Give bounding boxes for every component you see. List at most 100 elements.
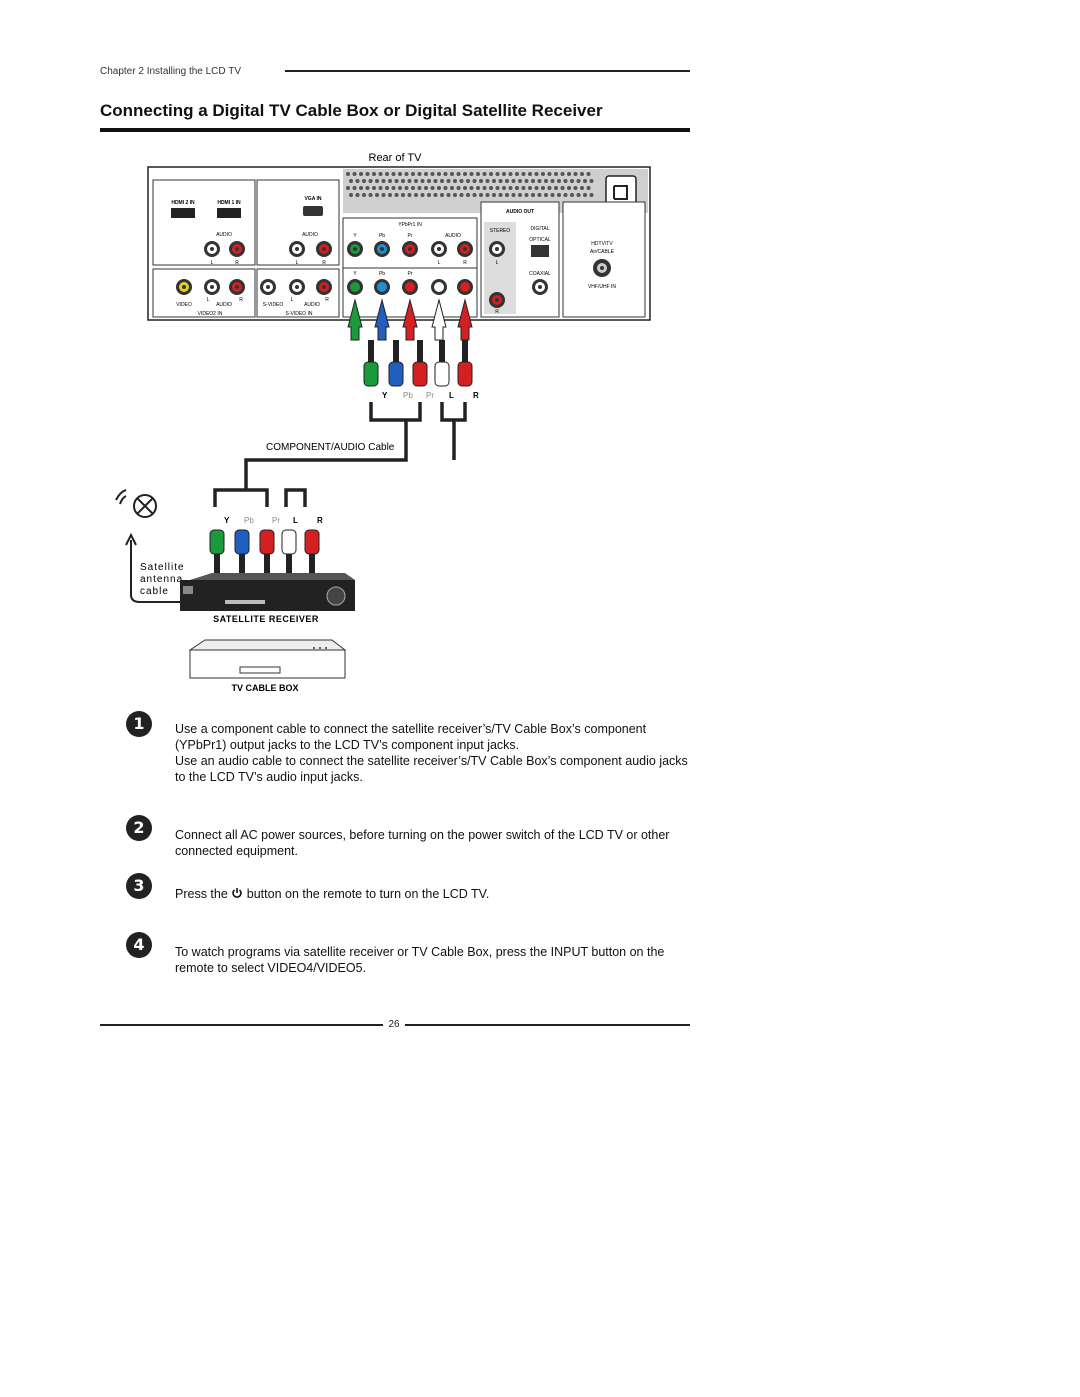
- vent-hole: [489, 186, 493, 190]
- vent-hole: [355, 193, 360, 197]
- vent-hole: [388, 193, 392, 197]
- vent-hole: [573, 172, 578, 176]
- vent-hole: [433, 193, 438, 197]
- vent-hole: [534, 172, 539, 176]
- vent-hole: [411, 172, 415, 176]
- vhf-uhf-label: VHF/UHF IN: [588, 284, 616, 290]
- svideo-audio-r: R: [325, 297, 329, 303]
- vent-hole: [437, 172, 441, 176]
- vent-hole: [544, 179, 548, 183]
- vent-hole: [466, 193, 470, 197]
- vent-hole: [583, 179, 587, 183]
- vent-hole: [401, 193, 405, 197]
- vent-hole: [411, 186, 415, 190]
- satellite-receiver-label: SATELLITE RECEIVER: [213, 614, 319, 624]
- vent-hole: [430, 172, 435, 176]
- vent-hole: [586, 172, 591, 176]
- satellite-dish-icon: [115, 489, 157, 518]
- vent-hole: [557, 193, 561, 197]
- ypbpr-audio-r: R: [463, 260, 467, 266]
- vent-hole: [580, 186, 584, 190]
- vent-hole: [398, 172, 402, 176]
- vga-label: VGA IN: [304, 196, 321, 202]
- vent-hole: [482, 172, 487, 176]
- vent-hole: [531, 179, 535, 183]
- vent-hole: [375, 193, 379, 197]
- vga-audio-label: AUDIO: [302, 232, 318, 238]
- header-rule: [285, 70, 690, 72]
- svideo-audio-label: AUDIO: [304, 302, 320, 308]
- vent-hole: [456, 172, 461, 176]
- vent-hole: [346, 172, 350, 176]
- digital-label: DIGITAL: [530, 226, 549, 232]
- vent-hole: [381, 179, 386, 183]
- vent-hole: [482, 186, 487, 190]
- vent-hole: [372, 172, 376, 176]
- optical-label: OPTICAL: [529, 237, 551, 243]
- step-1-line-2: Use an audio cable to connect the satell…: [175, 754, 688, 784]
- vent-hole: [417, 172, 422, 176]
- tv-side-plugs: Y Pb Pr L R: [363, 340, 479, 400]
- vga-audio-l: L: [296, 260, 299, 266]
- vent-hole: [352, 186, 357, 190]
- vent-hole: [388, 179, 392, 183]
- vent-hole: [378, 186, 383, 190]
- vent-hole: [573, 186, 578, 190]
- vent-hole: [554, 186, 558, 190]
- vent-hole: [550, 193, 555, 197]
- vent-hole: [427, 179, 431, 183]
- step-2-line-1: Connect all AC power sources, before tur…: [175, 828, 670, 858]
- vent-hole: [346, 186, 350, 190]
- vent-hole: [375, 179, 379, 183]
- vent-hole: [576, 193, 581, 197]
- vent-hole: [502, 172, 506, 176]
- vent-hole: [524, 179, 529, 183]
- vent-grille: [346, 172, 594, 197]
- vent-hole: [586, 186, 591, 190]
- vent-hole: [398, 186, 402, 190]
- vent-hole: [443, 186, 448, 190]
- audio-out-l: L: [496, 260, 499, 266]
- step-4-text: To watch programs via satellite receiver…: [175, 944, 695, 976]
- vent-hole: [349, 193, 353, 197]
- vent-hole: [563, 193, 568, 197]
- step-4-line-1: To watch programs via satellite receiver…: [175, 945, 665, 975]
- ypbpr-pb-label: Pb: [379, 233, 385, 239]
- vent-hole: [463, 172, 467, 176]
- vent-hole: [466, 179, 470, 183]
- page-title: Connecting a Digital TV Cable Box or Dig…: [100, 101, 603, 120]
- vent-hole: [385, 172, 389, 176]
- vent-hole: [528, 172, 532, 176]
- vent-hole: [459, 179, 464, 183]
- hdmi2-port-icon: [171, 208, 195, 218]
- vent-hole: [547, 172, 552, 176]
- vent-hole: [476, 186, 480, 190]
- vent-hole: [430, 186, 435, 190]
- lower-plug-r: R: [317, 516, 323, 525]
- chapter-header: Chapter 2 Installing the LCD TV: [100, 66, 242, 77]
- step-3-number: 3: [126, 873, 152, 899]
- ypbpr2-pb-label: Pb: [379, 271, 385, 277]
- vent-hole: [511, 179, 516, 183]
- vent-hole: [450, 186, 454, 190]
- lower-plug-y: Y: [224, 516, 230, 525]
- vent-hole: [450, 172, 454, 176]
- vent-hole: [420, 193, 425, 197]
- ypbpr-audio-l: L: [438, 260, 441, 266]
- vent-hole: [427, 193, 431, 197]
- vent-hole: [515, 172, 519, 176]
- vent-hole: [541, 172, 545, 176]
- step-3-text: Press the button on the remote to turn o…: [175, 886, 695, 902]
- step-3-after: button on the remote to turn on the LCD …: [246, 887, 490, 901]
- vent-hole: [446, 193, 451, 197]
- vent-hole: [463, 186, 467, 190]
- vent-hole: [417, 186, 422, 190]
- vent-hole: [554, 172, 558, 176]
- footer-rule-left: [100, 1024, 383, 1026]
- step-1-line-1: Use a component cable to connect the sat…: [175, 722, 647, 752]
- vent-hole: [567, 172, 571, 176]
- vent-hole: [589, 179, 594, 183]
- vent-hole: [407, 179, 412, 183]
- lower-plug-pr: Pr: [272, 516, 280, 525]
- component-audio-cable: [213, 402, 467, 507]
